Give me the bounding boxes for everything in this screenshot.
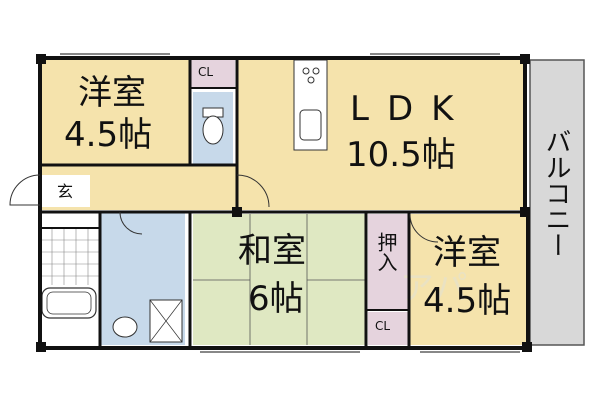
japanese-room-area <box>193 214 365 345</box>
wall-pillars <box>36 54 532 352</box>
ldk-area <box>237 58 525 210</box>
entrance-label: 玄 <box>57 182 74 201</box>
tatami-lines <box>193 214 365 345</box>
oshiire-label: 押入 <box>374 232 398 272</box>
western-room-1-area <box>40 58 190 165</box>
ldk-size: 10.5帖 <box>346 135 456 175</box>
western-room-1-name: 洋室 <box>78 73 146 113</box>
japanese-room-size: 6帖 <box>248 279 304 319</box>
western-room-2-size: 4.5帖 <box>423 281 512 321</box>
closet-1-label: CL <box>198 65 214 79</box>
oshiire-area <box>368 214 408 310</box>
walls <box>38 56 530 350</box>
bathroom-area <box>40 228 100 345</box>
entrance-area <box>40 175 90 207</box>
wash-basin-icon <box>112 316 138 338</box>
western-room-2-area <box>410 214 528 345</box>
door-swings <box>9 174 439 243</box>
closet-1-area <box>190 58 235 88</box>
western-room-2-name: 洋室 <box>433 233 501 273</box>
bath-tile-grid <box>40 228 100 285</box>
western-room-1-size: 4.5帖 <box>64 115 153 155</box>
closet-2-area <box>368 312 408 345</box>
ldk-name: LDK <box>350 89 472 129</box>
japanese-room-name: 和室 <box>238 231 306 271</box>
windows <box>60 53 520 353</box>
balcony-label: バルコニー <box>541 128 571 258</box>
watermark: アパ <box>400 269 467 309</box>
closet-2-label: CL <box>375 319 391 333</box>
balcony-area <box>529 59 585 346</box>
